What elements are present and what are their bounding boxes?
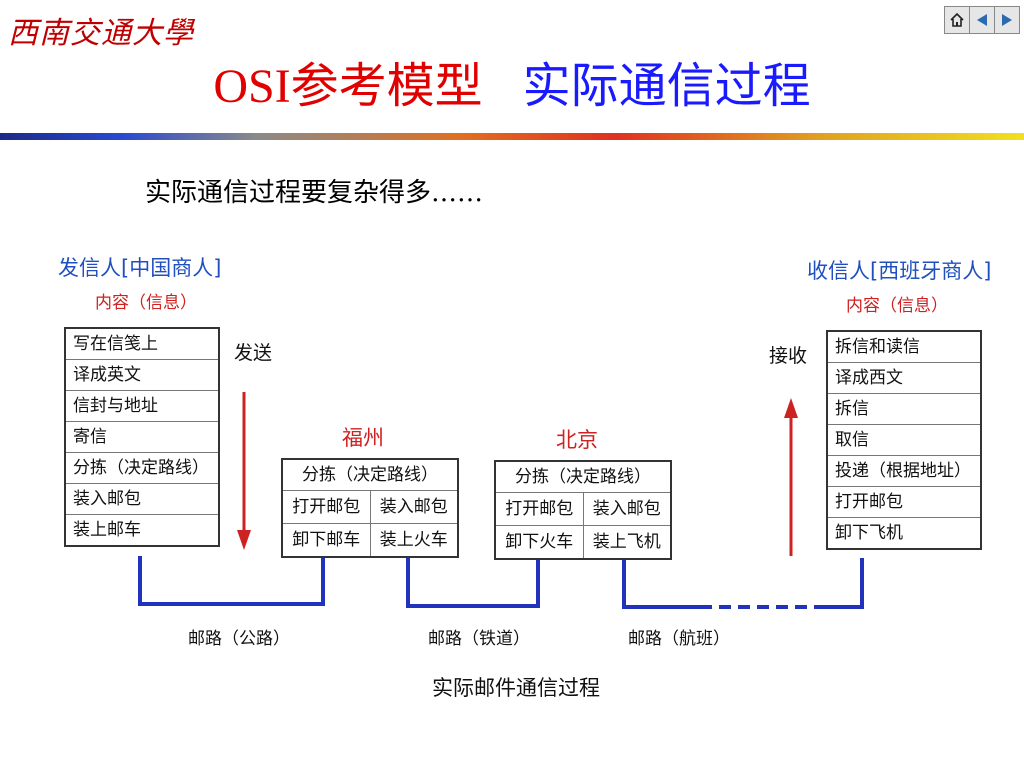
receiver-content-label: 内容（信息） [846,296,948,316]
receiver-step: 取信 [828,425,980,456]
route-road-label: 邮路（公路） [188,629,290,649]
fuzhou-title: 福州 [342,426,384,450]
beijing-box: 分拣（决定路线） 打开邮包 装入邮包 卸下火车 装上飞机 [494,460,672,560]
sender-step: 寄信 [66,422,218,453]
receiver-step: 拆信和读信 [828,332,980,363]
fuzhou-box: 分拣（决定路线） 打开邮包 装入邮包 卸下邮车 装上火车 [281,458,459,558]
university-logo: 西南交通大學 [8,16,194,51]
beijing-sort: 分拣（决定路线） [496,462,670,493]
fuzhou-unload: 卸下邮车 [283,524,371,556]
fuzhou-open-bag: 打开邮包 [283,491,371,523]
home-button[interactable] [945,7,970,33]
sender-step: 分拣（决定路线） [66,453,218,484]
fuzhou-pack-bag: 装入邮包 [379,497,448,517]
home-icon [950,12,964,27]
next-arrow-icon [1002,14,1012,26]
sender-steps-box: 写在信笺上 译成英文 信封与地址 寄信 分拣（决定路线） 装入邮包 装上邮车 [64,327,220,547]
beijing-title: 北京 [556,428,598,452]
beijing-open-bag: 打开邮包 [496,493,584,525]
beijing-load: 装上飞机 [592,532,661,552]
sender-step: 信封与地址 [66,391,218,422]
sender-title: 发信人[中国商人] [58,256,222,280]
receiver-step: 卸下飞机 [835,523,903,543]
receiver-title: 收信人[西班牙商人] [807,259,992,283]
title-part-osi: OSI参考模型 [213,60,483,113]
diagram-caption: 实际邮件通信过程 [432,676,600,700]
slide-title: OSI参考模型实际通信过程 [0,46,1024,116]
receive-arrow-head [784,398,798,418]
sender-step: 装上邮车 [73,520,141,540]
receiver-step: 投递（根据地址） [828,456,980,487]
sender-step: 写在信笺上 [66,329,218,360]
receiver-step: 打开邮包 [828,487,980,518]
beijing-unload: 卸下火车 [496,526,584,558]
air-route-line-end [825,558,864,609]
fuzhou-load: 装上火车 [379,530,448,550]
beijing-pack-bag: 装入邮包 [592,499,661,519]
road-route-line [138,556,325,606]
send-arrow-head [237,530,251,550]
previous-arrow-icon [977,14,987,26]
sender-step: 装入邮包 [66,484,218,515]
previous-button[interactable] [970,7,995,33]
next-button[interactable] [995,7,1019,33]
slide-subtitle: 实际通信过程要复杂得多…… [145,178,484,208]
title-part-process: 实际通信过程 [522,60,811,113]
receiver-step: 拆信 [828,394,980,425]
receiver-steps-box: 拆信和读信 译成西文 拆信 取信 投递（根据地址） 打开邮包 卸下飞机 [826,330,982,550]
sender-step: 译成英文 [66,360,218,391]
slide-navigation [944,6,1020,34]
railway-route-line [406,556,540,608]
fuzhou-sort: 分拣（决定路线） [283,460,457,491]
air-route-line-solid [622,556,700,609]
route-air-label: 邮路（航班） [628,629,730,649]
rainbow-divider [0,133,1024,140]
receiver-step: 译成西文 [828,363,980,394]
sender-content-label: 内容（信息） [95,293,197,313]
receive-label: 接收 [769,345,808,367]
send-label: 发送 [234,342,273,364]
route-railway-label: 邮路（铁道） [428,629,530,649]
